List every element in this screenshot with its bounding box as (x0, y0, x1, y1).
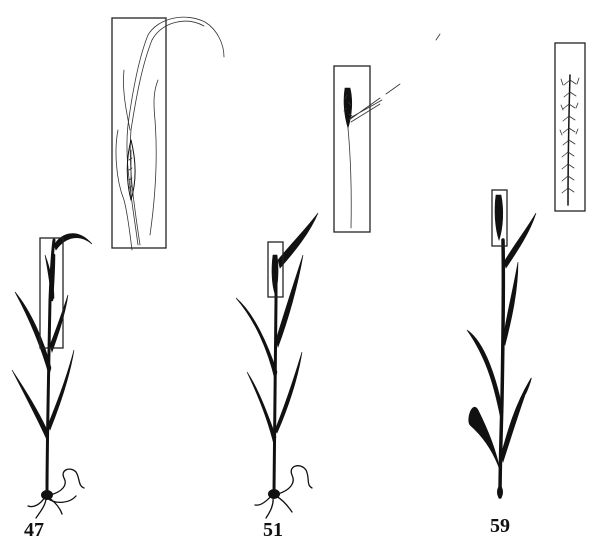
plant-stage-47: 47 (12, 17, 224, 541)
inset-frame (555, 43, 585, 211)
stage-label: 59 (490, 515, 510, 537)
awn-fragment (436, 34, 440, 40)
flag-leaf (54, 234, 92, 250)
flag-leaf (504, 213, 536, 268)
leaf (12, 370, 48, 440)
leaf (501, 378, 531, 462)
leaf (247, 372, 276, 445)
stage-label: 47 (24, 519, 44, 541)
roots (28, 469, 84, 518)
stage-label: 51 (263, 519, 283, 541)
flag-leaf (278, 213, 318, 268)
leaf (467, 330, 503, 420)
leaf (15, 292, 51, 375)
inset-spike (560, 75, 579, 205)
leaf (276, 255, 303, 347)
leaf (503, 262, 518, 345)
inset-frame (112, 18, 166, 248)
inset-boot (116, 17, 224, 250)
ear (495, 195, 503, 240)
inset-ear (344, 88, 382, 228)
roots (255, 466, 312, 518)
awn-fragment (386, 84, 400, 94)
plant-stage-59: 59 (467, 43, 585, 537)
inset-frame (334, 66, 370, 232)
leaf (48, 350, 74, 430)
leaf (236, 298, 277, 380)
leaf (469, 407, 500, 470)
leaf (50, 295, 68, 352)
leaf (275, 352, 302, 433)
plant-stage-51: 51 (236, 34, 440, 541)
